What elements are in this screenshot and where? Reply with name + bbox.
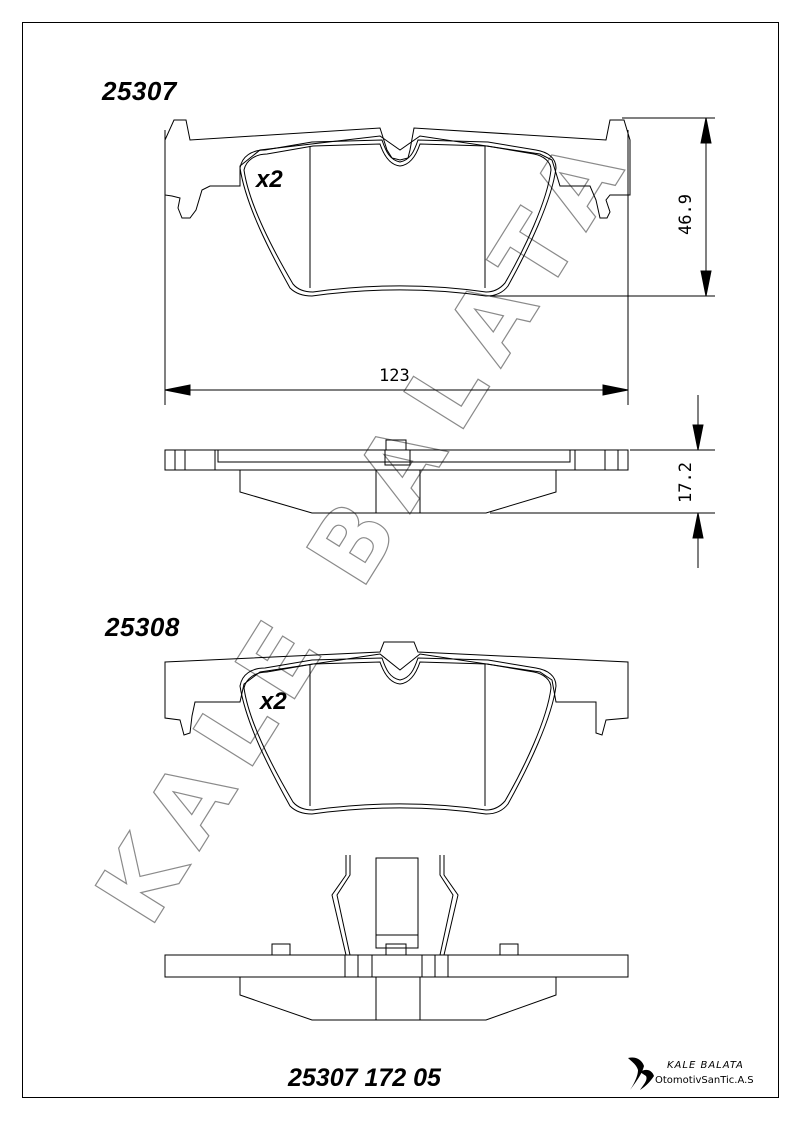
pad-top-front xyxy=(164,119,631,297)
dimension-lines-top xyxy=(164,117,715,405)
dimension-width: 123 xyxy=(379,366,410,386)
watermark: KALE BALATA xyxy=(74,107,655,943)
product-code: 25307 172 05 xyxy=(288,1064,441,1092)
brand-logo-icon xyxy=(628,1057,654,1090)
quantity-bottom: x2 xyxy=(260,688,287,715)
drawing-frame xyxy=(22,22,779,1098)
dimension-thickness: 17.2 xyxy=(676,462,696,503)
svg-text:KALE BALATA: KALE BALATA xyxy=(75,107,655,942)
brand-name: KALE BALATA xyxy=(667,1060,744,1071)
part-number-top: 25307 xyxy=(102,76,177,106)
pad-top-side xyxy=(164,395,715,568)
dimension-height: 46.9 xyxy=(676,194,696,235)
part-number-bottom: 25308 xyxy=(105,612,180,642)
pad-bottom-front xyxy=(164,641,629,815)
brand-company: OtomotivSanTic.A.S xyxy=(655,1075,754,1086)
pad-bottom-side xyxy=(164,855,629,1021)
quantity-top: x2 xyxy=(256,166,283,193)
